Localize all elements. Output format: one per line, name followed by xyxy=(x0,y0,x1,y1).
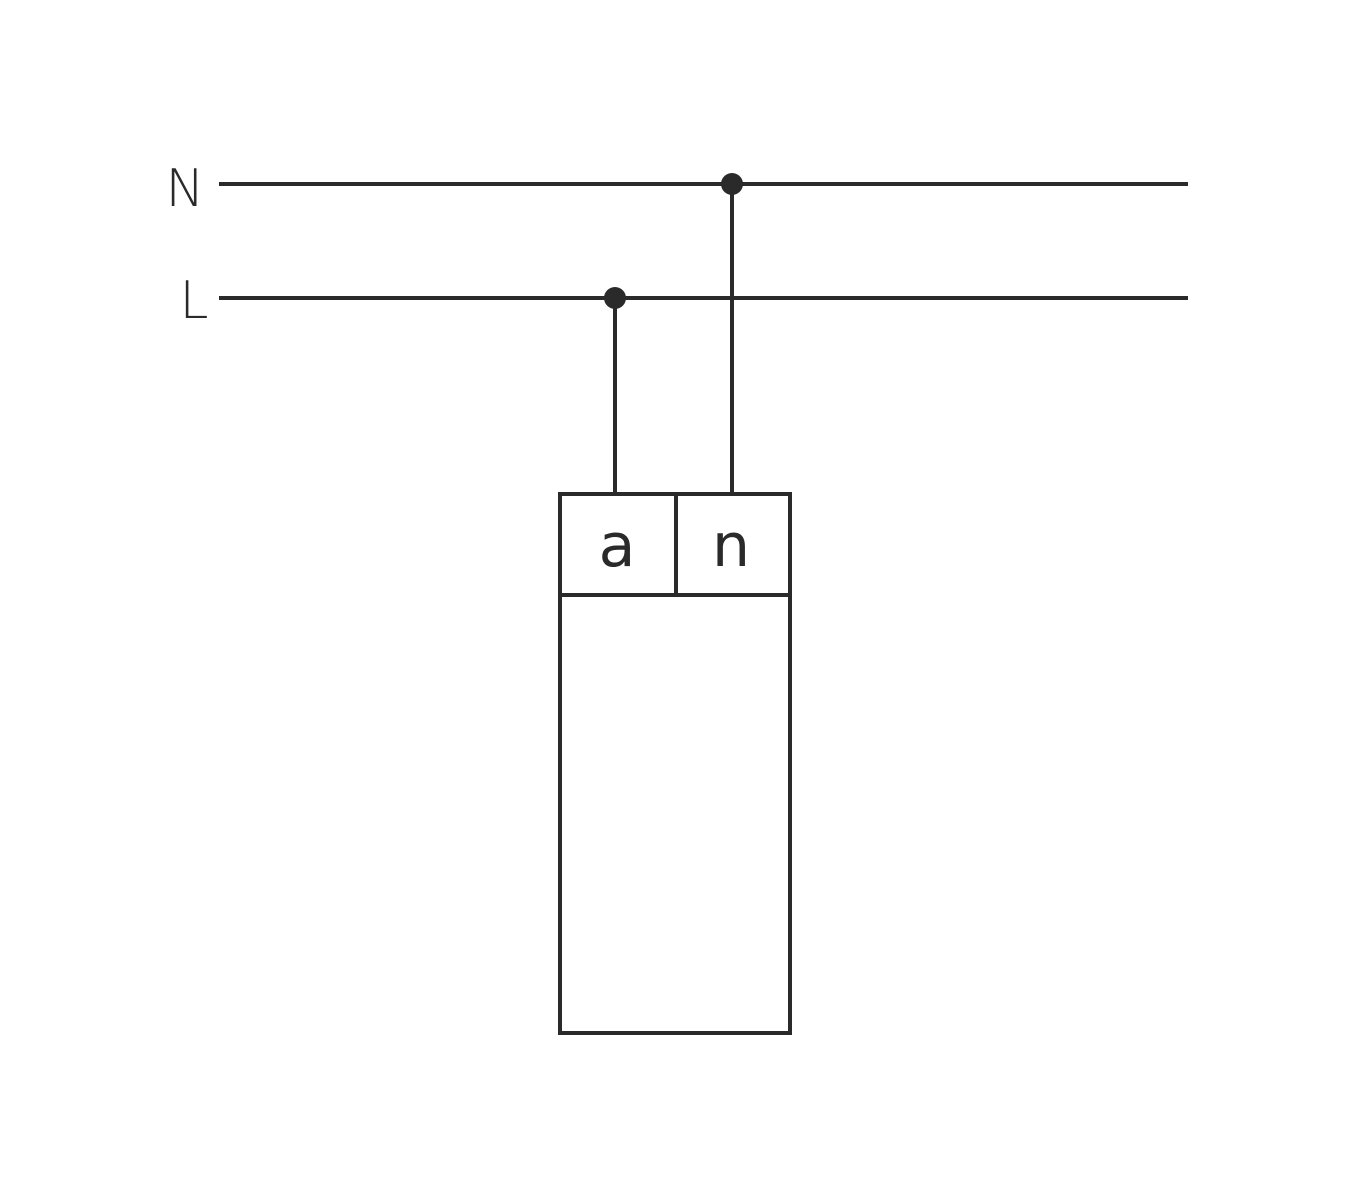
neutral-junction-dot xyxy=(721,173,743,195)
terminal-a-label: a xyxy=(599,511,636,581)
neutral-label: N xyxy=(166,159,205,219)
live-junction-dot xyxy=(604,287,626,309)
terminal-n-label: n xyxy=(712,511,750,581)
live-label: L xyxy=(180,271,209,331)
